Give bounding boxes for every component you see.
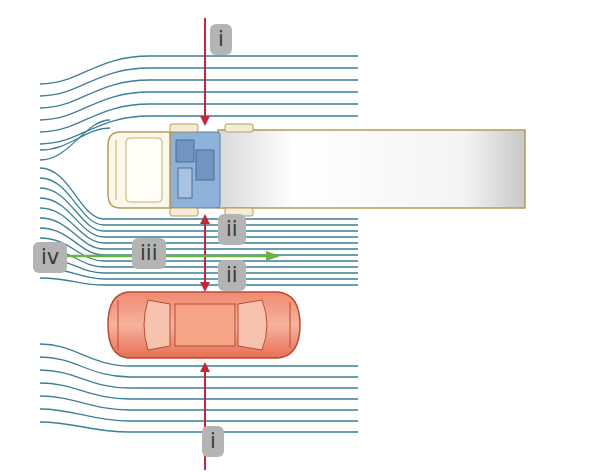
callout-number: iv: [33, 242, 67, 273]
force-arrow: [204, 18, 206, 124]
streamline: [40, 357, 358, 377]
streamline: [40, 370, 358, 388]
streamline: [40, 409, 358, 421]
streamline: [40, 422, 358, 432]
callout-number: ii: [218, 214, 246, 245]
streamline: [40, 120, 110, 160]
streamlines: [40, 56, 358, 432]
streamline: [40, 396, 358, 410]
streamline: [40, 128, 110, 150]
force-arrow: [204, 216, 206, 290]
callout-number: i: [202, 426, 224, 457]
streamline: [40, 278, 358, 285]
streamline: [40, 104, 358, 132]
callout-number: ii: [218, 260, 246, 291]
airflow-arrow: [62, 255, 278, 258]
callout-number: i: [210, 24, 232, 55]
truck: [108, 124, 525, 216]
streamline: [40, 228, 358, 255]
streamline: [40, 238, 358, 261]
streamline: [40, 268, 358, 279]
streamline: [40, 248, 358, 267]
streamline: [40, 218, 358, 249]
streamline: [40, 383, 358, 399]
car: [108, 292, 300, 358]
streamline: [40, 258, 358, 273]
callout-number: iii: [132, 238, 166, 269]
streamline: [40, 208, 358, 243]
